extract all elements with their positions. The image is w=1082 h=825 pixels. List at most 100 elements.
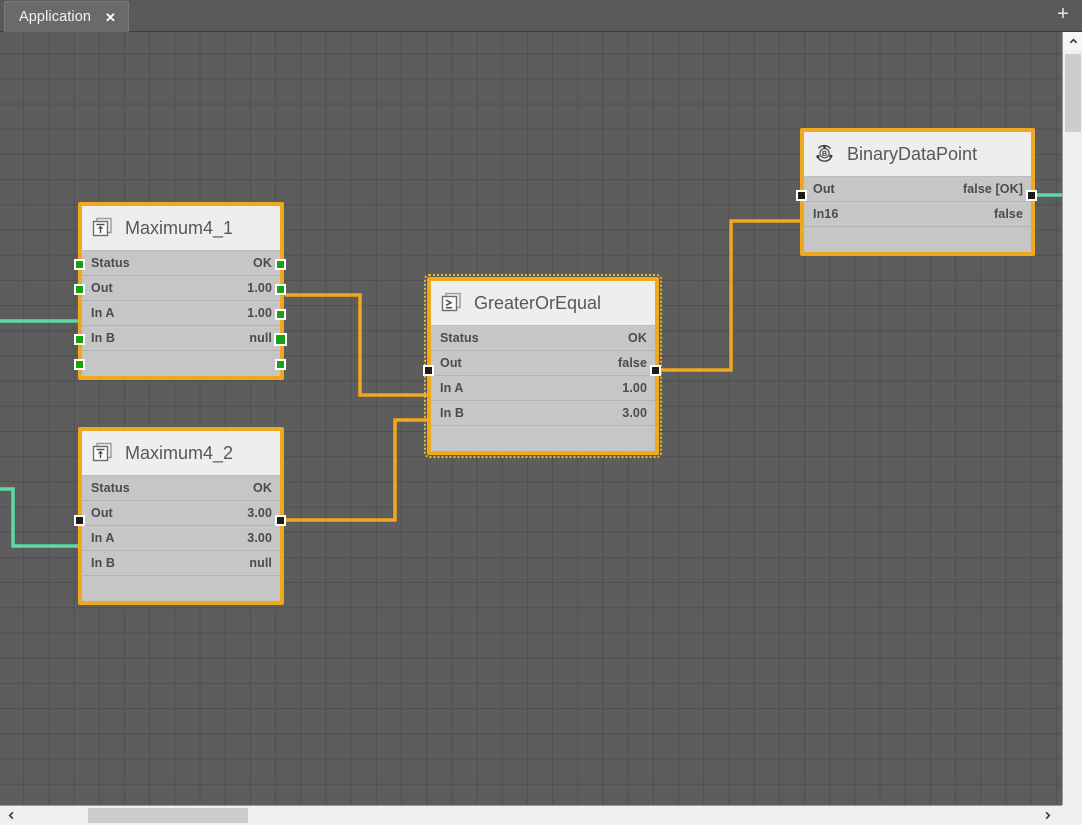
block-title: BinaryDataPoint — [847, 143, 978, 164]
slot-value: 1.00 — [247, 306, 272, 320]
slot-value: OK — [253, 481, 272, 495]
plus-icon[interactable]: + — [1057, 3, 1069, 25]
tab-label: Application — [19, 9, 92, 25]
slot-value: 1.00 — [622, 381, 647, 395]
port-maximum4-1-ina-out[interactable] — [275, 309, 286, 320]
chevron-left-icon — [8, 811, 13, 820]
slot-in-a[interactable]: In A 1.00 — [82, 301, 280, 326]
slot-value: false [OK] — [962, 182, 1023, 196]
slot-status[interactable]: Status OK — [431, 326, 655, 351]
slot-status[interactable]: Status OK — [82, 476, 280, 501]
port-maximum4-1-status-out[interactable] — [275, 259, 286, 270]
slot-in16[interactable]: In16 false — [804, 202, 1031, 227]
slot-name: In B — [91, 556, 116, 570]
port-maximum4-1-inb-in[interactable] — [74, 334, 85, 345]
slot-out[interactable]: Out 1.00 — [82, 276, 280, 301]
slot-value: 1.00 — [247, 281, 272, 295]
port-binarydatapoint-out-out[interactable] — [1026, 190, 1037, 201]
wire-max2-out-to-ge-inb — [285, 418, 430, 522]
tab-application[interactable]: Application ✕ — [4, 1, 129, 32]
slot-out[interactable]: Out false — [431, 351, 655, 376]
slot-in-a[interactable]: In A 1.00 — [431, 376, 655, 401]
vertical-scrollbar[interactable] — [1062, 32, 1082, 805]
block-header: B BinaryDataPoint — [804, 132, 1031, 177]
scroll-right-button[interactable] — [1036, 806, 1058, 825]
tab-bar: Application ✕ + — [0, 0, 1082, 32]
slot-value: OK — [628, 331, 647, 345]
slot-name: In A — [440, 381, 464, 395]
slot-name: In B — [440, 406, 465, 420]
port-greaterorequal-out-in[interactable] — [423, 365, 434, 376]
slot-value: null — [249, 556, 272, 570]
vertical-scroll-thumb[interactable] — [1065, 54, 1081, 132]
port-maximum4-1-blank-in[interactable] — [74, 359, 85, 370]
port-maximum4-1-inb-out[interactable] — [274, 333, 287, 346]
slot-out[interactable]: Out false [OK] — [804, 177, 1031, 202]
svg-text:B: B — [822, 151, 827, 158]
close-icon[interactable]: ✕ — [105, 9, 116, 25]
maximum-block-icon — [92, 442, 112, 462]
block-title: Maximum4_1 — [125, 217, 234, 238]
scroll-up-button[interactable] — [1063, 32, 1082, 50]
block-header: Maximum4_1 — [82, 206, 280, 251]
port-maximum4-1-out-out[interactable] — [275, 284, 286, 295]
slot-value: 3.00 — [247, 506, 272, 520]
slot-blank[interactable] — [431, 426, 655, 451]
slot-name: Out — [813, 182, 835, 196]
slot-name: In A — [91, 531, 115, 545]
slot-blank[interactable] — [82, 351, 280, 376]
slot-name: Out — [440, 356, 462, 370]
slot-in-b[interactable]: In B null — [82, 326, 280, 351]
port-maximum4-1-status-in[interactable] — [74, 259, 85, 270]
slot-value: false — [618, 356, 647, 370]
wire-incoming-max2-ina — [0, 487, 82, 548]
wire-layer — [0, 193, 1062, 548]
block-title: GreaterOrEqual — [474, 292, 602, 313]
slot-blank[interactable] — [82, 576, 280, 601]
horizontal-scrollbar[interactable] — [0, 805, 1082, 825]
slot-name: In B — [91, 331, 116, 345]
slot-value: OK — [253, 256, 272, 270]
scroll-left-button[interactable] — [0, 806, 22, 825]
chevron-up-icon — [1069, 38, 1077, 43]
slot-name: In16 — [813, 207, 839, 221]
port-maximum4-2-out-in[interactable] — [74, 515, 85, 526]
slot-name: Out — [91, 506, 113, 520]
slot-value: false — [994, 207, 1023, 221]
chevron-right-icon — [1045, 811, 1050, 820]
port-maximum4-2-out-out[interactable] — [275, 515, 286, 526]
port-maximum4-1-out-in[interactable] — [74, 284, 85, 295]
slot-value: 3.00 — [247, 531, 272, 545]
binary-data-point-icon: B — [816, 144, 833, 162]
slot-status[interactable]: Status OK — [82, 251, 280, 276]
slot-out[interactable]: Out 3.00 — [82, 501, 280, 526]
block-header: GreaterOrEqual — [431, 281, 655, 326]
wire-max1-out-to-ge-ina — [285, 293, 430, 397]
slot-blank[interactable] — [804, 227, 1031, 252]
block-maximum4-2[interactable]: Maximum4_2 Status OK Out 3.00 In A 3.00 … — [78, 427, 284, 605]
block-maximum4-1[interactable]: Maximum4_1 Status OK Out 1.00 In A 1.00 … — [78, 202, 284, 380]
block-greaterorequal[interactable]: GreaterOrEqual Status OK Out false In A … — [424, 274, 662, 458]
block-title: Maximum4_2 — [125, 442, 234, 463]
slot-in-b[interactable]: In B null — [82, 551, 280, 576]
scrollbar-corner — [1062, 805, 1082, 825]
port-binarydatapoint-out-in[interactable] — [796, 190, 807, 201]
slot-name: Out — [91, 281, 113, 295]
slot-name: Status — [440, 331, 479, 345]
slot-value: 3.00 — [622, 406, 647, 420]
greater-or-equal-icon — [441, 292, 461, 312]
slot-name: Status — [91, 481, 130, 495]
maximum-block-icon — [92, 217, 112, 237]
block-header: Maximum4_2 — [82, 431, 280, 476]
slot-in-a[interactable]: In A 3.00 — [82, 526, 280, 551]
slot-name: Status — [91, 256, 130, 270]
port-greaterorequal-out-out[interactable] — [650, 365, 661, 376]
horizontal-scroll-thumb[interactable] — [88, 808, 248, 823]
slot-in-b[interactable]: In B 3.00 — [431, 401, 655, 426]
wire-sheet-canvas[interactable]: Maximum4_1 Status OK Out 1.00 In A 1.00 … — [0, 32, 1062, 805]
port-maximum4-1-blank-out[interactable] — [275, 359, 286, 370]
slot-value: null — [249, 331, 272, 345]
block-binarydatapoint[interactable]: B BinaryDataPoint Out false [OK] In16 fa… — [800, 128, 1035, 256]
wire-ge-out-to-bdp-in16 — [658, 219, 803, 372]
